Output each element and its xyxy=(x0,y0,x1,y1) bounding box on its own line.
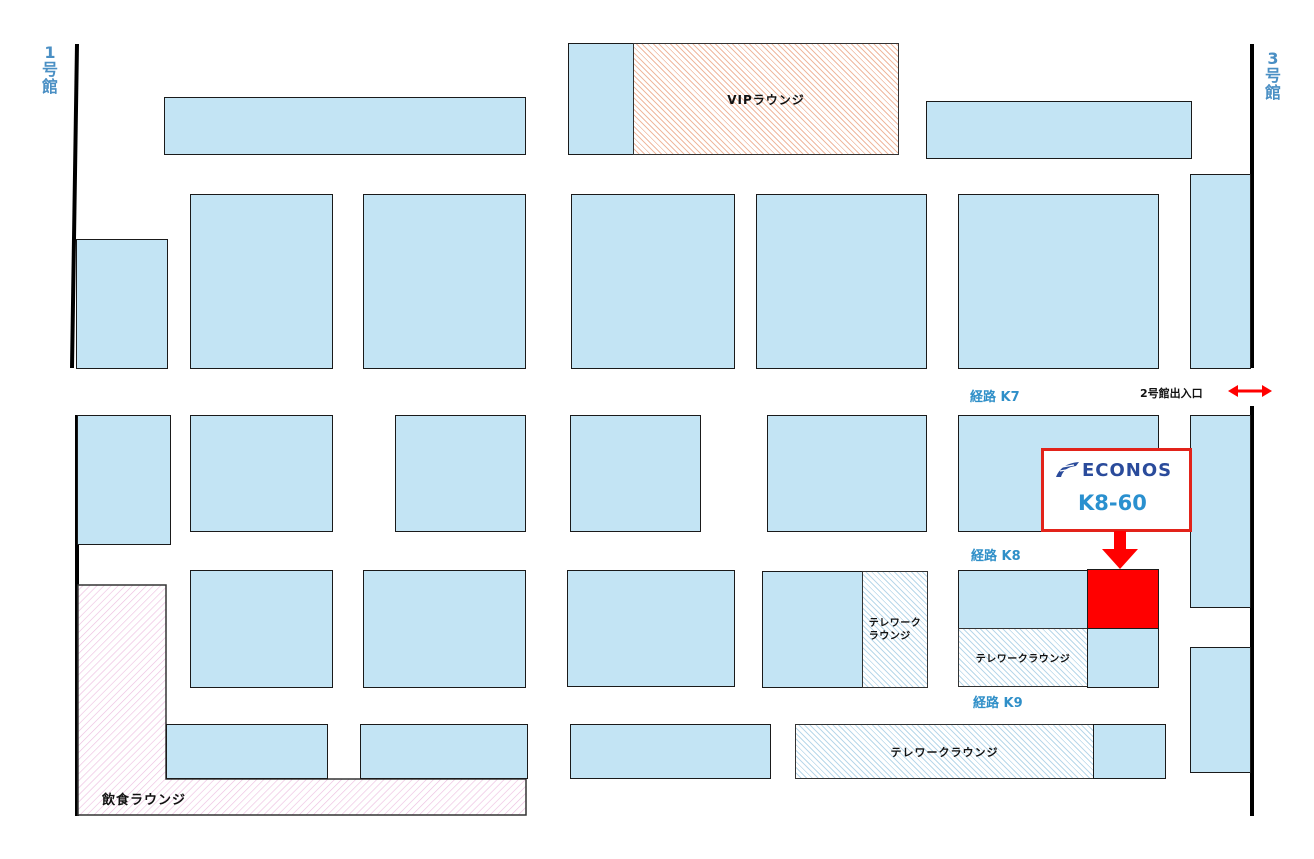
route-k9-label: 経路 K9 xyxy=(973,696,1023,711)
booth[interactable] xyxy=(958,570,1088,629)
econos-booth-k8-60[interactable] xyxy=(1087,569,1159,629)
hall-1-char: 館 xyxy=(41,77,58,96)
booth[interactable] xyxy=(190,415,333,532)
booth[interactable] xyxy=(756,194,927,369)
telework-lounge-label-line: テレワーク xyxy=(868,617,922,629)
telework-lounge[interactable]: テレワークラウンジ xyxy=(795,724,1094,779)
booth[interactable] xyxy=(570,415,701,532)
booth-number: K8-60 xyxy=(1078,491,1147,515)
booth[interactable] xyxy=(190,570,333,688)
booth[interactable] xyxy=(1093,724,1166,779)
econos-logo-icon xyxy=(1056,462,1079,477)
booth[interactable] xyxy=(166,724,328,779)
booth[interactable] xyxy=(762,571,863,688)
booth[interactable] xyxy=(363,194,526,369)
booth[interactable] xyxy=(1190,174,1251,369)
booth[interactable] xyxy=(568,43,634,155)
telework-lounge[interactable]: テレワーク ラウンジ xyxy=(862,571,928,688)
food-lounge[interactable] xyxy=(77,584,537,824)
booth[interactable] xyxy=(567,570,735,687)
booth[interactable] xyxy=(363,570,526,688)
hall-3-label: 3 号 館 xyxy=(1262,50,1284,101)
booth[interactable] xyxy=(360,724,528,779)
telework-lounge-label-line: ラウンジ xyxy=(868,630,911,642)
booth[interactable] xyxy=(1190,415,1251,608)
econos-brand: ECONOS xyxy=(1082,460,1173,481)
double-arrow-icon xyxy=(1228,385,1272,397)
hall-3-char: 号 xyxy=(1264,66,1281,85)
route-k7-label: 経路 K7 xyxy=(970,390,1020,405)
vip-lounge-label: VIPラウンジ xyxy=(727,92,805,107)
booth[interactable] xyxy=(190,194,333,369)
booth[interactable] xyxy=(395,415,526,532)
econos-booth-callout[interactable]: ECONOS K8-60 xyxy=(1041,448,1192,532)
booth[interactable] xyxy=(571,194,735,369)
booth[interactable] xyxy=(958,194,1159,369)
booth[interactable] xyxy=(164,97,526,155)
booth[interactable] xyxy=(926,101,1192,159)
hall-1-char: 号 xyxy=(41,60,58,79)
food-lounge-label: 飲食ラウンジ xyxy=(102,793,187,808)
telework-lounge-label: テレワークラウンジ xyxy=(890,745,999,759)
booth[interactable] xyxy=(570,724,771,779)
booth[interactable] xyxy=(1087,628,1159,688)
booth[interactable] xyxy=(1190,647,1251,773)
hall-2-entrance-label: 2号館出入口 xyxy=(1140,387,1203,400)
telework-lounge-label: テレワーク ラウンジ xyxy=(869,617,922,643)
down-arrow-icon xyxy=(1102,531,1138,569)
telework-lounge[interactable]: テレワークラウンジ xyxy=(958,628,1088,687)
hall-3-char: 3 xyxy=(1267,49,1279,68)
vip-lounge[interactable]: VIPラウンジ xyxy=(633,43,899,155)
route-k8-label: 経路 K8 xyxy=(971,549,1021,564)
booth[interactable] xyxy=(76,239,168,369)
telework-lounge-label: テレワークラウンジ xyxy=(975,654,1071,665)
booth[interactable] xyxy=(77,415,171,545)
hall-1-char: 1 xyxy=(44,43,56,62)
hall-3-char: 館 xyxy=(1264,83,1281,102)
booth[interactable] xyxy=(767,415,927,532)
hall-1-label: 1 号 館 xyxy=(39,44,61,95)
left-wall-upper xyxy=(70,43,79,369)
